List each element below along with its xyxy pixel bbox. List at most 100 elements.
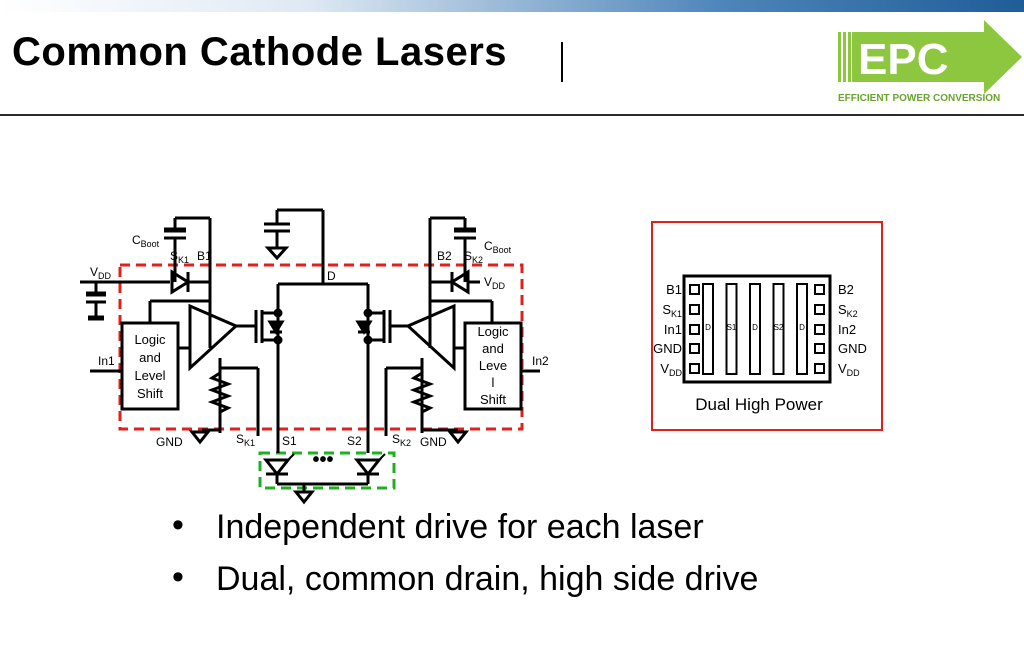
bullet-symbol: •	[172, 558, 184, 596]
circuit-schematic: ••• D CBoot SK1 B1 VDD In1 Logic and Lev…	[80, 208, 549, 505]
ground-symbol	[264, 246, 290, 261]
laser-diode-right	[353, 458, 383, 477]
pad-left	[689, 324, 700, 335]
pin-label-left: GND	[653, 341, 682, 356]
laser-diode-left	[262, 458, 292, 477]
pad-left	[689, 304, 700, 315]
fet-left-diode	[267, 320, 285, 335]
pad-right	[814, 284, 825, 295]
s2-label: S2	[347, 434, 362, 448]
sk2-label-top: SK2	[464, 249, 483, 265]
laser-array-dots: •••	[312, 449, 333, 471]
bullet-item: • Dual, common drain, high side drive	[172, 558, 932, 612]
gate-driver-left	[188, 303, 239, 372]
package-bar	[796, 283, 808, 375]
bullet-text: Independent drive for each laser	[216, 508, 704, 546]
pad-left	[689, 343, 700, 354]
package-frame	[651, 221, 883, 431]
ground-symbol	[446, 430, 470, 445]
s1-label: S1	[282, 434, 297, 448]
pin-label-right: B2	[838, 282, 854, 297]
pin-label-left: VDD	[660, 361, 682, 378]
logic-label-right-5: Shift	[480, 392, 506, 407]
sk1-label-bottom: SK1	[236, 432, 255, 448]
pin-label-right: SK2	[838, 302, 858, 319]
pin-label-left: B1	[666, 282, 682, 297]
node-dot	[273, 335, 283, 345]
title-divider	[0, 114, 1024, 116]
pin-label-left: SK1	[662, 302, 682, 319]
cboot-label-right: CBoot	[484, 239, 512, 255]
logo-stripe	[838, 32, 841, 82]
package-bar	[772, 283, 785, 375]
b2-label: B2	[437, 249, 452, 263]
package-body	[682, 274, 832, 384]
pad-right	[814, 304, 825, 315]
light-arrow	[376, 453, 386, 463]
cboot-label-left: CBoot	[132, 233, 160, 249]
pin-label-right: GND	[838, 341, 867, 356]
logic-label-left-3: Level	[134, 368, 165, 383]
bar-label: S1	[727, 323, 737, 332]
gnd-label-left: GND	[156, 435, 183, 449]
bar-label: S2	[774, 323, 784, 332]
gnd-label-right: GND	[420, 435, 447, 449]
pad-right	[814, 363, 825, 374]
in1-label: In1	[98, 354, 115, 368]
sk1-label-top: SK1	[170, 249, 189, 265]
bullet-list: • Independent drive for each laser • Dua…	[172, 506, 932, 612]
node-dot	[363, 308, 373, 318]
pad-right	[814, 324, 825, 335]
ground-symbol	[292, 490, 316, 505]
bar-label: D	[799, 323, 805, 332]
package-bar	[749, 283, 761, 375]
light-arrow	[285, 453, 295, 463]
logic-label-right-1: Logic	[477, 324, 509, 339]
slide-title: Common Cathode Lasers	[12, 30, 508, 74]
logo-stripe	[843, 32, 846, 82]
package-bar	[725, 283, 738, 375]
vdd-label-right: VDD	[484, 275, 506, 291]
node-dot	[363, 335, 373, 345]
logic-label-left-4: Shift	[137, 386, 163, 401]
resistor-right	[409, 371, 435, 414]
pad-left	[689, 363, 700, 374]
logic-label-right-4: l	[492, 375, 495, 390]
laser-group-boundary	[258, 451, 396, 490]
bar-label: D	[705, 323, 711, 332]
logic-label-right-3: Leve	[479, 358, 507, 373]
logic-label-left-2: and	[139, 350, 161, 365]
pin-label-right: In2	[838, 322, 856, 337]
logo-stripe	[848, 32, 851, 82]
bullet-text: Dual, common drain, high side drive	[216, 560, 759, 598]
ground-symbol	[188, 430, 212, 445]
logic-label-left-1: Logic	[134, 332, 166, 347]
sk2-label-bottom: SK2	[392, 432, 411, 448]
bar-label: D	[752, 323, 758, 332]
logo-arrow	[852, 20, 1022, 94]
epc-logo: EPC EFFICIENT POWER CONVERSION	[838, 20, 1022, 104]
pin-label-right: VDD	[838, 361, 860, 378]
drain-label: D	[327, 269, 336, 283]
logo-mark: EPC	[858, 35, 948, 84]
package-bar	[702, 283, 714, 375]
logic-label-right-2: and	[482, 341, 504, 356]
gate-driver-right	[405, 303, 456, 372]
bullet-item: • Independent drive for each laser	[172, 506, 932, 560]
pad-right	[814, 343, 825, 354]
boot-diode-left	[170, 269, 191, 295]
b1-label: B1	[197, 249, 212, 263]
resistor-left	[207, 371, 233, 414]
fet-right-diode	[355, 320, 373, 335]
logo-tagline: EFFICIENT POWER CONVERSION	[838, 93, 1000, 104]
in2-label: In2	[532, 354, 549, 368]
pin-label-left: In1	[664, 322, 682, 337]
node-dot	[273, 308, 283, 318]
text-cursor	[561, 42, 563, 82]
pad-left	[689, 284, 700, 295]
package-caption: Dual High Power	[695, 395, 823, 414]
bullet-symbol: •	[172, 506, 184, 544]
vdd-label-left: VDD	[90, 265, 112, 281]
slide-top-bar	[0, 0, 1024, 12]
